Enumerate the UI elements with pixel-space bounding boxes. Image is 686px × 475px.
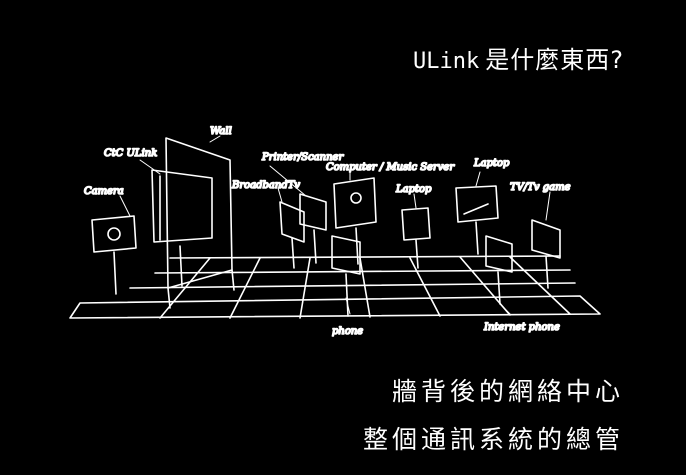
computer-device bbox=[333, 177, 377, 265]
label-ctc-ulink: CtC ULink bbox=[104, 148, 157, 159]
label-computer-music-server: Computer / Music Server bbox=[326, 162, 455, 173]
caption-line-2: 整個通訊系統的總管 bbox=[362, 425, 624, 454]
internet-phone-device bbox=[485, 235, 513, 305]
tv-game-device bbox=[531, 219, 561, 289]
headline-question: 是什麼東西? bbox=[485, 46, 624, 74]
label-broadband-tv: BroadbandTv bbox=[231, 180, 300, 191]
broadband-tv-device bbox=[279, 201, 305, 269]
label-pointers bbox=[119, 135, 551, 315]
ulink-box bbox=[151, 169, 213, 287]
label-laptop-1: Laptop bbox=[395, 184, 432, 195]
label-internet-phone: Internet phone bbox=[483, 322, 560, 333]
printer-device bbox=[299, 193, 327, 264]
camera-device bbox=[91, 215, 137, 295]
caption-line-1: 牆背後的網絡中心 bbox=[391, 377, 624, 406]
label-camera: Camera bbox=[84, 186, 124, 197]
label-tv-game: TV/Tv game bbox=[510, 182, 571, 193]
label-laptop-2: Laptop bbox=[473, 158, 510, 169]
label-phone: phone bbox=[332, 326, 363, 337]
laptop-2-device bbox=[455, 185, 499, 255]
laptop-1-device bbox=[401, 207, 431, 269]
phone-device bbox=[331, 235, 361, 317]
floor-grid bbox=[69, 255, 601, 319]
network-sketch: Wall CtC ULink Camera Printer/Scanner Br… bbox=[69, 125, 601, 338]
label-wall: Wall bbox=[210, 126, 232, 137]
wall bbox=[165, 137, 235, 309]
label-printer-scanner: Printer/Scanner bbox=[261, 152, 344, 163]
headline-brand: ULink bbox=[413, 49, 480, 74]
